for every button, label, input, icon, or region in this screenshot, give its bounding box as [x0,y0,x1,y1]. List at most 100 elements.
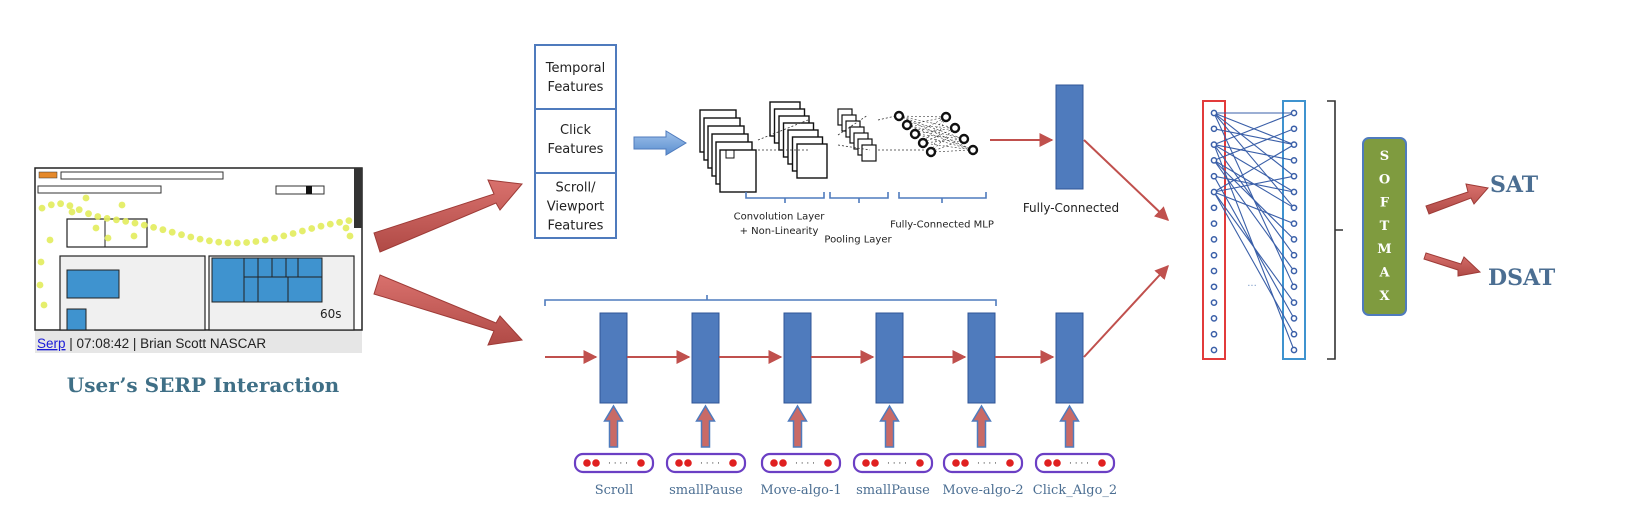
gaze-point [196,235,204,243]
gaze-point [94,213,102,220]
input-token-dot [961,459,969,467]
label-fully-connected: Fully-Connected [1023,201,1119,215]
serp-logo [38,171,58,179]
gaze-point [233,239,241,247]
input-token-dot [916,459,924,467]
gaze-point [271,234,278,242]
gaze-point [261,236,269,244]
gaze-point [317,222,325,230]
input-token-pill [665,452,747,474]
gaze-point [113,216,120,224]
input-label: smallPause [856,483,930,498]
dense-ellipsis: ... [1247,278,1257,289]
mlp-neuron [893,110,905,122]
gaze-point [150,224,158,231]
convolution-feature-maps [699,101,828,193]
dense-neuron [1290,125,1298,133]
rnn-cell [691,312,720,404]
mlp-neuron [909,128,921,140]
dense-neuron [1210,125,1218,133]
rnn-input-up-arrow [787,404,808,448]
serp-info-text: | 07:08:42 | Brian Scott NASCAR [66,336,267,351]
dense-edge [1213,112,1295,146]
input-token-dot [1044,459,1052,467]
dense-neuron [1290,157,1298,164]
input-token-dot [770,459,778,467]
dense-neuron [1210,315,1218,322]
dense-neuron [1210,267,1218,275]
softmax-letter: O [1379,172,1390,187]
gaze-point [66,202,74,210]
serp-scrollbar [354,168,362,228]
pooling-feature-maps [837,108,877,162]
dense-neuron [1210,172,1218,180]
gaze-point [299,227,306,235]
dense-neuron [1210,157,1218,164]
pool-map [861,144,877,162]
gaze-point [46,236,54,244]
label-pooling-layer: Pooling Layer [824,235,892,246]
cnn-block: Convolution Layer+ Non-Linearity Pooling… [699,101,994,246]
serp-link[interactable]: Serp [37,336,66,351]
serp-time-marker: 60s [320,307,342,321]
cnn-fully-connected-layer [1055,84,1084,190]
output-dsat: DSAT [1488,265,1556,291]
conv-map [796,143,828,179]
dense-neuron [1290,299,1298,306]
serp-to-rnn-arrow [373,274,524,346]
dense-neuron [1290,346,1298,354]
to-sat-arrow [1425,183,1489,215]
dense-neuron [1290,220,1298,227]
mlp-neuron [949,122,961,134]
softmax-letter: A [1378,266,1390,281]
gaze-point [215,238,223,246]
gaze-point [206,237,213,245]
dense-neuron [1210,283,1218,291]
gaze-point [40,301,48,309]
dense-edge [1213,112,1295,209]
serp-info-line: Serp | 07:08:42 | Brian Scott NASCAR [37,336,266,351]
input-token-ellipsis: · · · · [887,459,907,469]
dense-neuron [1210,346,1218,354]
dense-neuron [1290,267,1298,275]
input-token-pill [760,452,842,474]
serp-top-right-mark [306,186,312,194]
dense-neuron [1210,141,1218,148]
gaze-point [346,232,354,240]
gaze-point [130,232,138,240]
label-convolution-layer: Convolution Layer+ Non-Linearity [734,211,826,237]
mlp-neuron [940,111,952,123]
input-token-dot [824,459,832,467]
gaze-point [47,201,55,209]
input-token-dot [684,459,692,467]
input-token-pill [852,452,934,474]
serp-interaction-thumbnail: 60s Serp | 07:08:42 | Brian Scott NASCAR… [34,167,363,397]
gaze-point [122,218,130,225]
dense-neuron [1290,109,1298,117]
serp-left-small-result [66,308,87,331]
dense-edge [1213,191,1295,225]
mlp-neuron [967,144,979,156]
input-token-ellipsis: · · · · [977,459,997,469]
dense-bracket [1327,100,1343,360]
cnn-section-braces [745,192,987,203]
gaze-point [38,204,46,212]
softmax-letter: F [1380,196,1390,211]
gaze-point [140,221,148,229]
serp-search-box [60,171,224,180]
dense-edge [1213,191,1295,335]
rnn-cell [1055,312,1084,404]
input-token-dot [862,459,870,467]
gaze-point [345,217,353,225]
gaze-point [92,224,100,232]
input-token-pill [573,452,655,474]
dense-edge [1213,128,1295,161]
input-token-dot [729,459,737,467]
output-sat: SAT [1490,172,1539,198]
input-label: Move-algo-1 [760,483,841,498]
features-to-cnn-arrow [633,130,687,156]
input-token-ellipsis: · · · · [1069,459,1089,469]
